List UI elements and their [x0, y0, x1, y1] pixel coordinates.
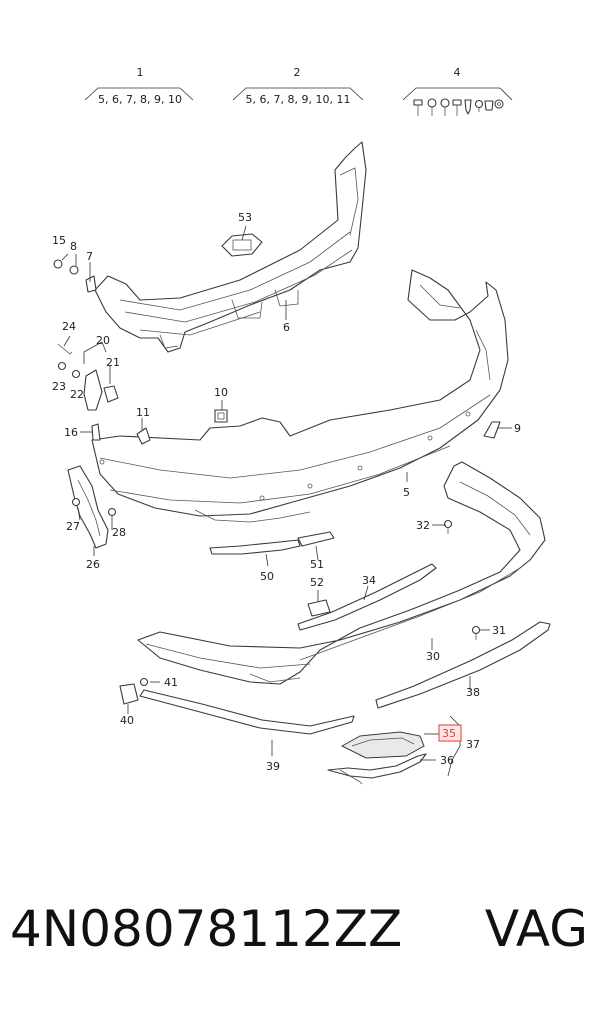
group-number-1: 1	[137, 66, 144, 79]
callout-11: 11	[136, 406, 150, 419]
callout-31: 31	[492, 624, 506, 637]
exhaust-trim-35	[340, 731, 425, 759]
screw-31	[471, 625, 481, 640]
trim-strip-38	[375, 621, 551, 709]
exhaust-trim-36	[327, 753, 427, 785]
callout-53: 53	[238, 211, 252, 224]
trim-strip-50	[209, 539, 301, 555]
clip-52	[307, 599, 331, 617]
callout-40: 40	[120, 714, 134, 727]
tow-eye-cover	[483, 421, 501, 439]
callout-28: 28	[112, 526, 126, 539]
callout-23: 23	[52, 380, 66, 393]
screw-32	[443, 519, 453, 534]
trim-strip-39	[139, 689, 355, 735]
callout-15: 15	[52, 234, 66, 247]
brand-label: VAG	[484, 900, 588, 958]
clip-11	[136, 427, 151, 445]
callout-50: 50	[260, 570, 274, 583]
leader-lines	[61, 225, 512, 777]
side-mount-upper	[53, 259, 97, 293]
callout-27: 27	[66, 520, 80, 533]
group-number-4: 4	[454, 66, 461, 79]
clip-10	[214, 409, 228, 423]
trim-strip-51	[297, 531, 335, 547]
group-header-2: 2 5, 6, 7, 8, 9, 10, 11	[232, 66, 364, 106]
center-trim-strip	[297, 563, 437, 631]
fastener-set-icon	[413, 98, 504, 116]
callout-10: 10	[214, 386, 228, 399]
callout-7: 7	[86, 250, 93, 263]
callout-32: 32	[416, 519, 430, 532]
callout-51: 51	[310, 558, 324, 571]
callout-34: 34	[362, 574, 376, 587]
bumper-cover	[91, 269, 509, 523]
part-number: 4N08078112ZZ	[10, 900, 403, 958]
callout-35-highlight	[438, 724, 462, 742]
rear-bumper-exploded-diagram: 1 5, 6, 7, 8, 9, 10 2 5, 6, 7, 8, 9, 10,…	[52, 66, 551, 785]
callout-38: 38	[466, 686, 480, 699]
callout-52: 52	[310, 576, 324, 589]
side-bracket-21	[57, 343, 119, 411]
guide-16	[91, 423, 101, 441]
callout-16: 16	[64, 426, 78, 439]
callout-8: 8	[70, 240, 77, 253]
group-header-1: 1 5, 6, 7, 8, 9, 10	[84, 66, 194, 106]
callout-20: 20	[96, 334, 110, 347]
callout-22: 22	[70, 388, 84, 401]
screw-41	[139, 677, 149, 687]
callout-35[interactable]: 35	[442, 727, 456, 740]
callout-36: 36	[440, 754, 454, 767]
sensor-bracket	[221, 233, 263, 257]
bracket-40	[119, 683, 139, 705]
callout-5: 5	[403, 486, 410, 499]
group-number-2: 2	[294, 66, 301, 79]
lower-diffuser	[137, 461, 546, 685]
callout-21: 21	[106, 356, 120, 369]
bumper-reinforcement	[94, 141, 367, 353]
callout-41: 41	[164, 676, 178, 689]
group-list-1: 5, 6, 7, 8, 9, 10	[98, 93, 182, 106]
group-header-4: 4	[402, 66, 513, 116]
callout-30: 30	[426, 650, 440, 663]
callout-39: 39	[266, 760, 280, 773]
callout-6: 6	[283, 321, 290, 334]
callout-37: 37	[466, 738, 480, 751]
group-list-2: 5, 6, 7, 8, 9, 10, 11	[246, 93, 351, 106]
callout-26: 26	[86, 558, 100, 571]
callout-labels: 53 6 15 8 7 24 20 21 23 22 16 11 10 9 5 …	[52, 211, 521, 773]
footer-bar: 4N08078112ZZ VAG	[0, 900, 600, 980]
callout-9: 9	[514, 422, 521, 435]
callout-24: 24	[62, 320, 76, 333]
